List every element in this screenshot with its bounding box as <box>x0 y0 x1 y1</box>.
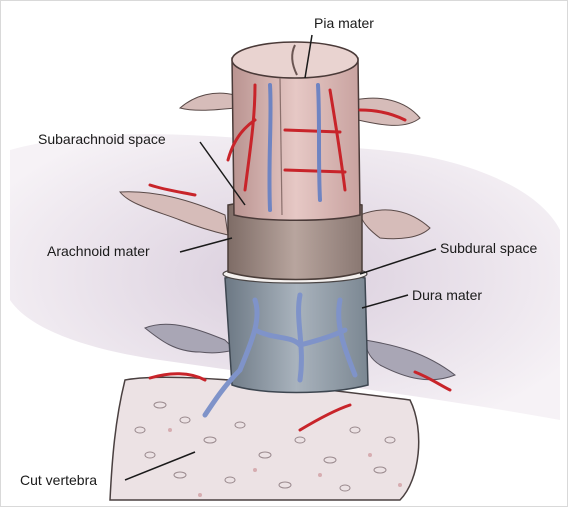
label-cut-vertebra: Cut vertebra <box>20 472 97 488</box>
cut-vertebra-shape <box>110 377 419 500</box>
label-arachnoid-mater: Arachnoid mater <box>47 243 150 259</box>
nerve-root-left-top <box>180 93 235 110</box>
label-subdural-space: Subdural space <box>440 240 537 256</box>
dura-mater-shape <box>225 272 368 393</box>
label-pia-mater: Pia mater <box>314 15 374 31</box>
label-subarachnoid-space: Subarachnoid space <box>38 131 166 147</box>
label-dura-mater: Dura mater <box>412 287 482 303</box>
nerve-root-right-top <box>355 98 420 125</box>
